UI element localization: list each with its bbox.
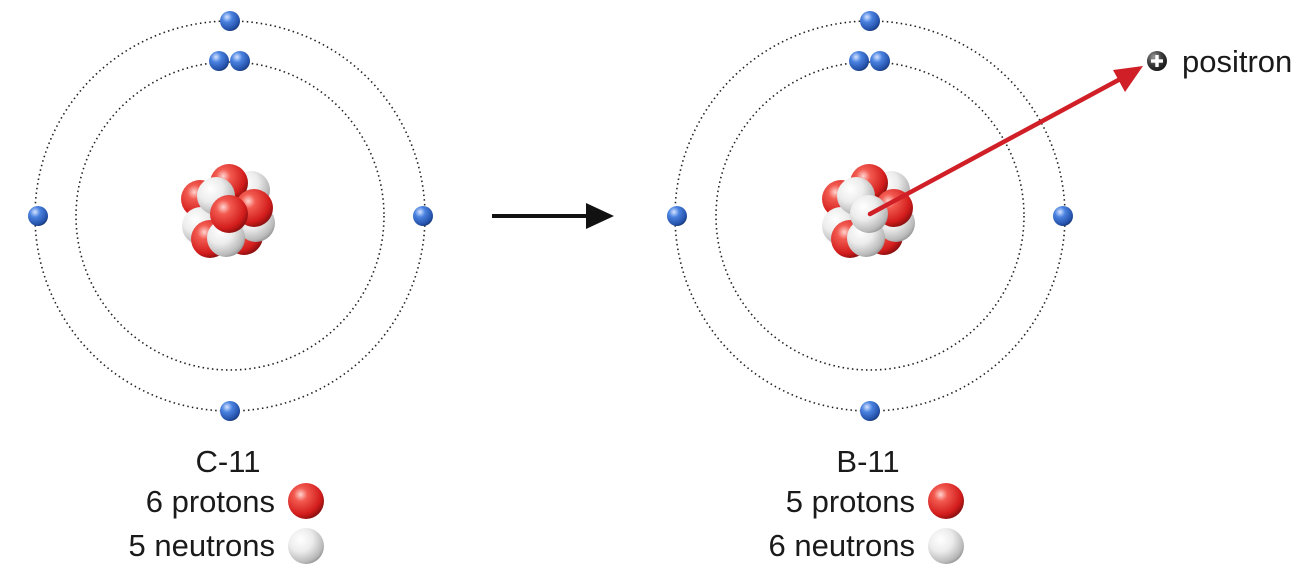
neutrons-label: 5 neutrons: [129, 528, 276, 563]
proton-legend-swatch: [928, 483, 964, 519]
electron: [220, 11, 240, 31]
atom-c11: C-11 6 protons 5 neutrons: [28, 11, 433, 564]
electron: [860, 401, 880, 421]
electron: [860, 11, 880, 31]
atom-title: B-11: [836, 444, 899, 479]
proton: [210, 195, 248, 233]
electron: [1053, 206, 1073, 226]
right-arrow-icon: [492, 203, 614, 229]
inner-orbit: [75, 61, 385, 371]
positron-label: positron: [1182, 44, 1292, 79]
protons-label: 6 protons: [146, 484, 275, 519]
neutron-legend-swatch: [928, 528, 964, 564]
nucleus: [181, 164, 275, 258]
electron: [849, 51, 869, 71]
electron: [870, 51, 890, 71]
plus-circle-icon: [1147, 51, 1167, 71]
electron: [230, 51, 250, 71]
electron: [667, 206, 687, 226]
atom-title: C-11: [196, 444, 261, 479]
nucleus: [822, 164, 915, 258]
electron: [413, 206, 433, 226]
electron: [220, 401, 240, 421]
emission-arrow: [867, 66, 1143, 217]
inner-orbit: [715, 61, 1025, 371]
proton-legend-swatch: [288, 483, 324, 519]
protons-label: 5 protons: [786, 484, 915, 519]
neutrons-label: 6 neutrons: [769, 528, 916, 563]
electrons: [28, 11, 433, 421]
electrons: [667, 11, 1073, 421]
electron: [28, 206, 48, 226]
positron: positron: [1147, 44, 1292, 79]
atom-b11: B-11 5 protons 6 neutrons: [667, 11, 1143, 564]
neutron-legend-swatch: [288, 528, 324, 564]
electron: [209, 51, 229, 71]
